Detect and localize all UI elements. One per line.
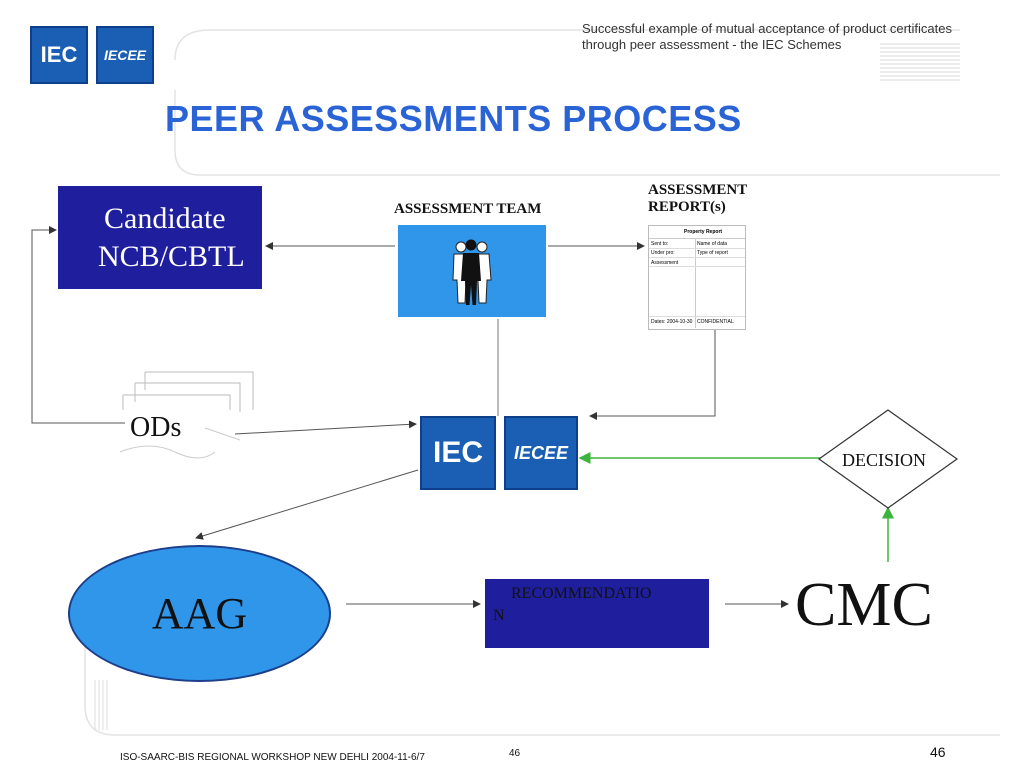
decision-label: DECISION xyxy=(842,450,926,470)
report-doc-heading: Property Report xyxy=(684,229,723,235)
subtitle-line-2: through peer assessment - the IEC Scheme… xyxy=(582,37,842,52)
assessment-team-box xyxy=(398,225,546,317)
cmc-label: CMC xyxy=(795,571,933,639)
assessment-report-label: ASSESSMENT REPORT(s) xyxy=(648,182,747,216)
arrow-ods-to-iec xyxy=(234,420,417,435)
recommendation-line-1: RECOMMENDATIO xyxy=(511,585,652,602)
decision-diamond xyxy=(817,409,959,509)
report-doc-row2-right: Type of report xyxy=(697,250,728,256)
center-iec-logo-text: IEC xyxy=(432,436,483,469)
report-doc-footer-right: CONFIDENTIAL xyxy=(697,319,734,325)
center-iecee-logo: IECEE xyxy=(504,416,578,490)
report-doc-row3-left: Assessment xyxy=(651,260,679,266)
center-iec-logo: IEC xyxy=(420,416,496,490)
subtitle-line-1: Successful example of mutual acceptance … xyxy=(582,21,952,36)
assessment-report-document: Property Report Sent to: Name of data Un… xyxy=(648,225,746,330)
candidate-box: Candidate NCB/CBTL xyxy=(58,186,262,289)
report-doc-row1-right: Name of data xyxy=(697,241,728,247)
report-label-line-1: ASSESSMENT xyxy=(648,182,748,198)
arrow-iec-to-aag xyxy=(195,469,419,540)
slide-title: PEER ASSESSMENTS PROCESS xyxy=(165,98,742,139)
iecee-logo: IECEE xyxy=(96,26,154,84)
report-doc-footer-left: Dates: 2004-10-30 xyxy=(651,319,693,325)
report-label-line-2: REPORT(s) xyxy=(648,199,726,215)
footer-page-number: 46 xyxy=(930,744,946,760)
candidate-line-1: Candidate xyxy=(104,202,226,235)
report-doc-row1-left: Sent to: xyxy=(651,241,669,247)
center-iecee-logo-text: IECEE xyxy=(513,442,569,463)
iecee-logo-text: IECEE xyxy=(103,47,146,63)
footer-workshop: ISO-SAARC-BIS REGIONAL WORKSHOP NEW DEHL… xyxy=(120,752,425,763)
ods-label: ODs xyxy=(130,412,182,443)
recommendation-line-2: N xyxy=(493,607,505,624)
arrow-report-to-iec xyxy=(589,330,716,420)
people-icon xyxy=(452,239,492,305)
footer-page-center: 46 xyxy=(509,748,521,759)
slide-subtitle: Successful example of mutual acceptance … xyxy=(582,21,952,53)
iec-logo-text: IEC xyxy=(40,42,78,67)
recommendation-box: RECOMMENDATIO N xyxy=(485,579,709,648)
report-doc-row2-left: Under pro: xyxy=(651,250,675,256)
aag-ellipse: AAG xyxy=(68,545,331,682)
candidate-line-2: NCB/CBTL xyxy=(98,240,245,273)
assessment-team-label: ASSESSMENT TEAM xyxy=(394,201,542,217)
aag-label: AAG xyxy=(151,589,248,638)
iec-logo: IEC xyxy=(30,26,88,84)
ods-document-stack xyxy=(119,371,254,459)
arrow-ods-to-candidate xyxy=(31,226,125,424)
